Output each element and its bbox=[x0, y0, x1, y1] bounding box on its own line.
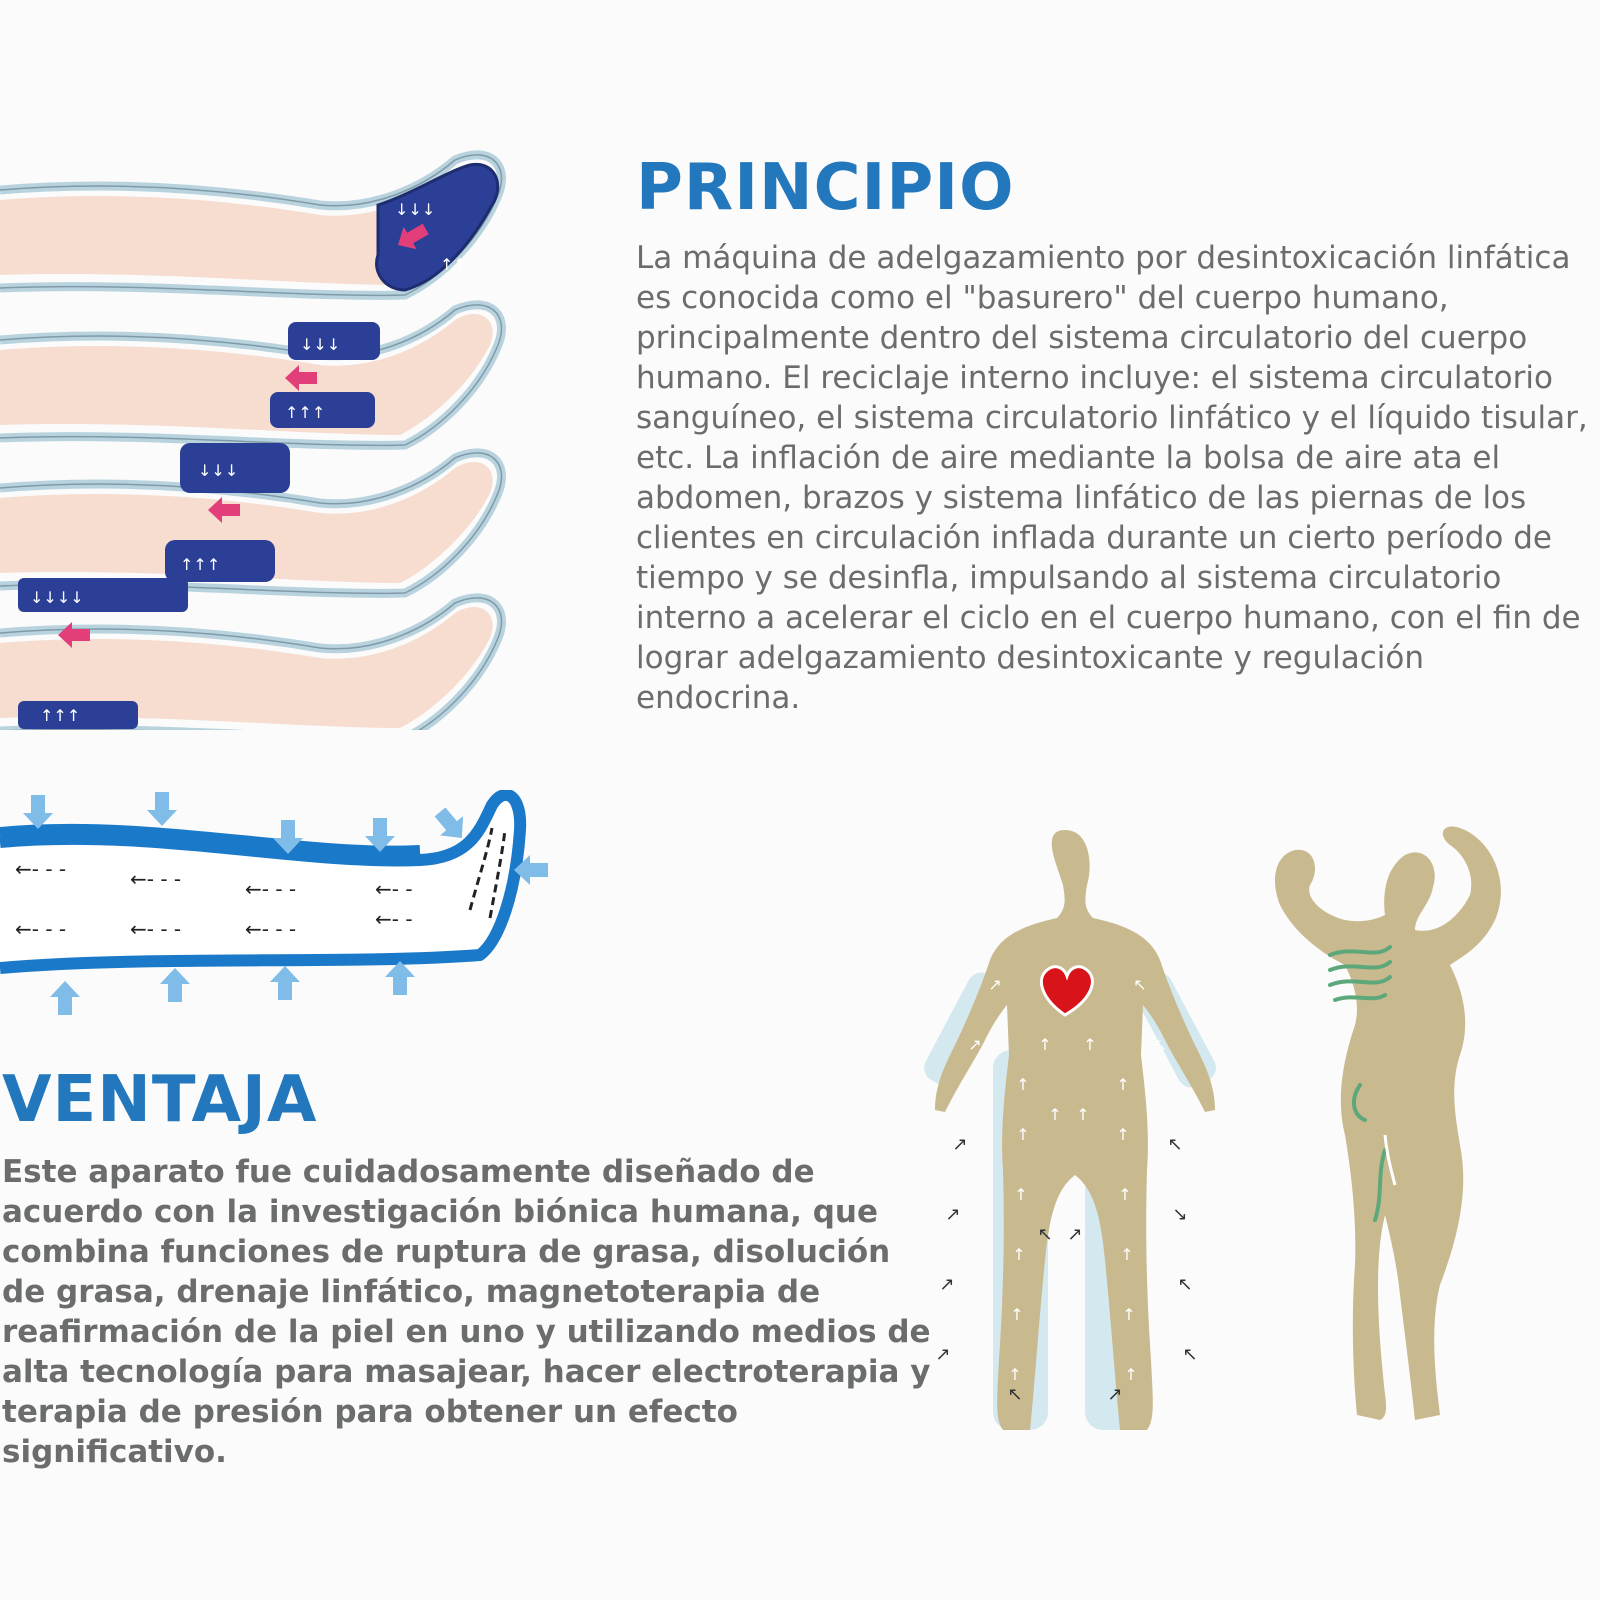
svg-text:↗: ↗ bbox=[935, 1344, 950, 1365]
ventaja-description: Este aparato fue cuidadosamente diseñado… bbox=[2, 1154, 931, 1470]
principio-description: La máquina de adelgazamiento por desinto… bbox=[636, 240, 1588, 716]
svg-text:↗: ↗ bbox=[939, 1274, 954, 1295]
svg-text:↗: ↗ bbox=[988, 975, 1001, 994]
svg-text:↖: ↖ bbox=[1177, 1274, 1192, 1295]
svg-text:↑: ↑ bbox=[1010, 1305, 1023, 1324]
pressure-boot-diagram: ←‑ ‑ ‑ ←‑ ‑ ‑ ←‑ ‑ ‑ ←‑ ‑ ←‑ ‑ ‑ ←‑ ‑ ‑ … bbox=[0, 790, 548, 1015]
svg-text:←‑ ‑ ‑: ←‑ ‑ ‑ bbox=[245, 877, 296, 901]
svg-text:↖: ↖ bbox=[1153, 1035, 1166, 1054]
svg-text:←‑ ‑ ‑: ←‑ ‑ ‑ bbox=[15, 917, 66, 941]
svg-text:↑: ↑ bbox=[1016, 1075, 1029, 1094]
svg-text:↗: ↗ bbox=[945, 1204, 960, 1225]
svg-text:↓↓↓: ↓↓↓ bbox=[395, 200, 435, 219]
svg-text:↑: ↑ bbox=[1048, 1105, 1061, 1124]
leg-stage-1: ↓↓↓ ↑↑ bbox=[0, 155, 501, 295]
leg-stage-2: ↓↓↓ ↑↑↑ bbox=[0, 305, 501, 445]
svg-text:←‑ ‑ ‑: ←‑ ‑ ‑ bbox=[15, 857, 66, 881]
svg-text:↑: ↑ bbox=[1122, 1305, 1135, 1324]
leg-stage-4: ↓↓↓↓ ↑↑↑ bbox=[0, 578, 501, 730]
svg-text:↓↓↓↓: ↓↓↓↓ bbox=[30, 588, 84, 607]
svg-text:↑: ↑ bbox=[1118, 1185, 1131, 1204]
svg-text:↖: ↖ bbox=[1167, 1134, 1182, 1155]
svg-text:↖: ↖ bbox=[1007, 1384, 1022, 1405]
svg-text:↑: ↑ bbox=[1038, 1035, 1051, 1054]
svg-text:↗: ↗ bbox=[1107, 1384, 1122, 1405]
svg-text:←‑ ‑ ‑: ←‑ ‑ ‑ bbox=[245, 917, 296, 941]
leg-compression-sequence-illustration: ↓↓↓ ↑↑ ↓↓↓ ↑↑↑ ↓↓↓ ↑↑↑ ↓↓↓↓ ↑↑↑ bbox=[0, 140, 520, 730]
svg-text:↑: ↑ bbox=[1120, 1245, 1133, 1264]
svg-text:←‑ ‑ ‑: ←‑ ‑ ‑ bbox=[130, 867, 181, 891]
svg-text:↑↑↑: ↑↑↑ bbox=[285, 403, 325, 422]
svg-text:←‑ ‑: ←‑ ‑ bbox=[375, 877, 413, 901]
svg-text:↑: ↑ bbox=[1083, 1035, 1096, 1054]
svg-text:↗: ↗ bbox=[952, 1134, 967, 1155]
svg-text:↑↑: ↑↑ bbox=[440, 255, 467, 274]
svg-text:↓↓↓: ↓↓↓ bbox=[300, 335, 340, 354]
svg-text:↑: ↑ bbox=[1116, 1125, 1129, 1144]
svg-text:↑: ↑ bbox=[1076, 1105, 1089, 1124]
svg-text:↖: ↖ bbox=[1037, 1224, 1052, 1245]
svg-text:↑↑↑: ↑↑↑ bbox=[40, 706, 80, 725]
svg-text:↘: ↘ bbox=[1172, 1204, 1187, 1225]
svg-text:↑: ↑ bbox=[1124, 1365, 1137, 1384]
svg-text:↗: ↗ bbox=[1067, 1224, 1082, 1245]
slim-body-side-illustration bbox=[1275, 826, 1501, 1420]
svg-text:↑: ↑ bbox=[1016, 1125, 1029, 1144]
lymphatic-body-front-illustration: ↑ ↑ ↑ ↑ ↑ ↑ ↑ ↑ ↑ ↑ ↑ ↑ ↑ ↑ ↑ ↑ ↗ ↗ ↖ ↖ ↗ ↖ ↗ ↘ ↗ ↖ ↗ ↖ ↖ ↗ ↖… bbox=[924, 830, 1216, 1430]
principio-title: PRINCIPIO bbox=[636, 151, 1015, 225]
leg-stage-3: ↓↓↓ ↑↑↑ bbox=[0, 443, 501, 593]
ventaja-title: VENTAJA bbox=[2, 1063, 318, 1137]
svg-text:↖: ↖ bbox=[1182, 1344, 1197, 1365]
svg-text:↖: ↖ bbox=[1133, 975, 1146, 994]
svg-text:←‑ ‑ ‑: ←‑ ‑ ‑ bbox=[130, 917, 181, 941]
svg-text:↓↓↓: ↓↓↓ bbox=[198, 461, 238, 480]
svg-text:↑↑↑: ↑↑↑ bbox=[180, 555, 220, 574]
svg-text:←‑ ‑: ←‑ ‑ bbox=[375, 907, 413, 931]
svg-text:↑: ↑ bbox=[1116, 1075, 1129, 1094]
heart-icon bbox=[1040, 965, 1094, 1017]
svg-text:↑: ↑ bbox=[1012, 1245, 1025, 1264]
svg-text:↑: ↑ bbox=[1014, 1185, 1027, 1204]
svg-text:↑: ↑ bbox=[1008, 1365, 1021, 1384]
svg-text:↗: ↗ bbox=[968, 1035, 981, 1054]
